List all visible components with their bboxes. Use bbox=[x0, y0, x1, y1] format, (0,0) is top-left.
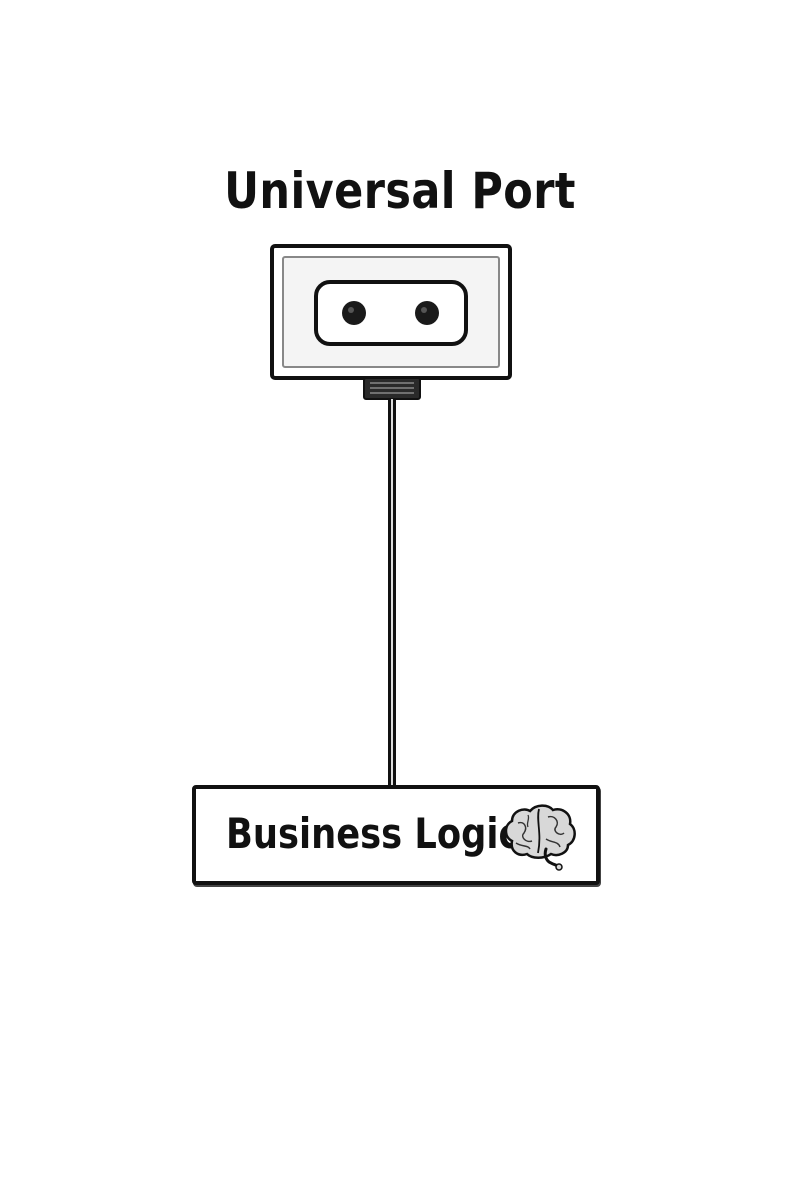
business-logic-label: Business Logic bbox=[226, 809, 520, 858]
socket-hole-left-shine bbox=[348, 307, 354, 313]
cable-connector bbox=[363, 377, 421, 400]
power-socket-icon bbox=[270, 244, 512, 380]
diagram-title: Universal Port bbox=[224, 162, 576, 220]
socket-hole-left bbox=[342, 301, 366, 325]
socket-hole-right-shine bbox=[421, 307, 427, 313]
socket-outlet bbox=[314, 280, 468, 346]
business-logic-box: Business Logic bbox=[192, 785, 600, 885]
brain-icon bbox=[504, 804, 576, 871]
socket-hole-right bbox=[415, 301, 439, 325]
